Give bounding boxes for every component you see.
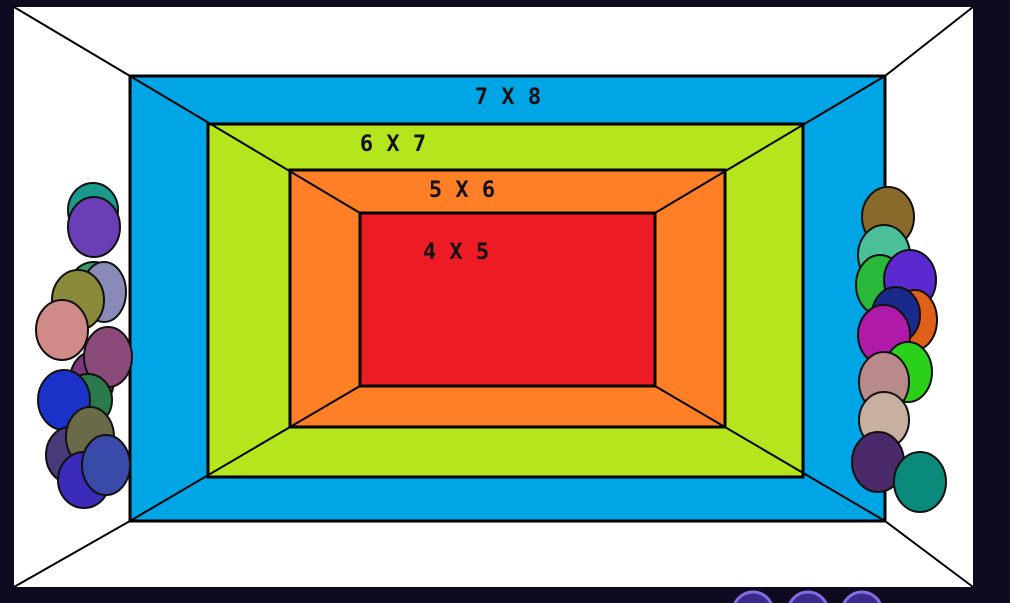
left-pile-ball[interactable] <box>35 299 89 361</box>
target-ring-4x5[interactable] <box>358 211 657 388</box>
ring-label-6x7: 6 X 7 <box>360 132 426 157</box>
corner-line-top-right <box>884 6 974 77</box>
tray-slot[interactable] <box>788 590 828 603</box>
ring-label-5x6: 5 X 6 <box>429 178 495 203</box>
left-ball-pile <box>35 182 133 509</box>
corner-line-top-left <box>13 6 131 77</box>
right-ball-pile <box>851 186 947 513</box>
corner-line-bottom-right <box>884 520 974 588</box>
tray-slot[interactable] <box>733 590 773 603</box>
perspective-lines <box>13 6 974 588</box>
ring-label-4x5: 4 X 5 <box>423 240 489 265</box>
left-pile-ball[interactable] <box>67 196 121 258</box>
tray-slot[interactable] <box>842 590 882 603</box>
ring-bevel-lines <box>129 75 886 522</box>
right-pile-ball[interactable] <box>893 451 947 513</box>
corner-line-bottom-left <box>13 520 131 588</box>
ring-label-7x8: 7 X 8 <box>475 85 541 110</box>
left-pile-ball[interactable] <box>81 434 131 496</box>
ball-tray <box>733 590 882 603</box>
